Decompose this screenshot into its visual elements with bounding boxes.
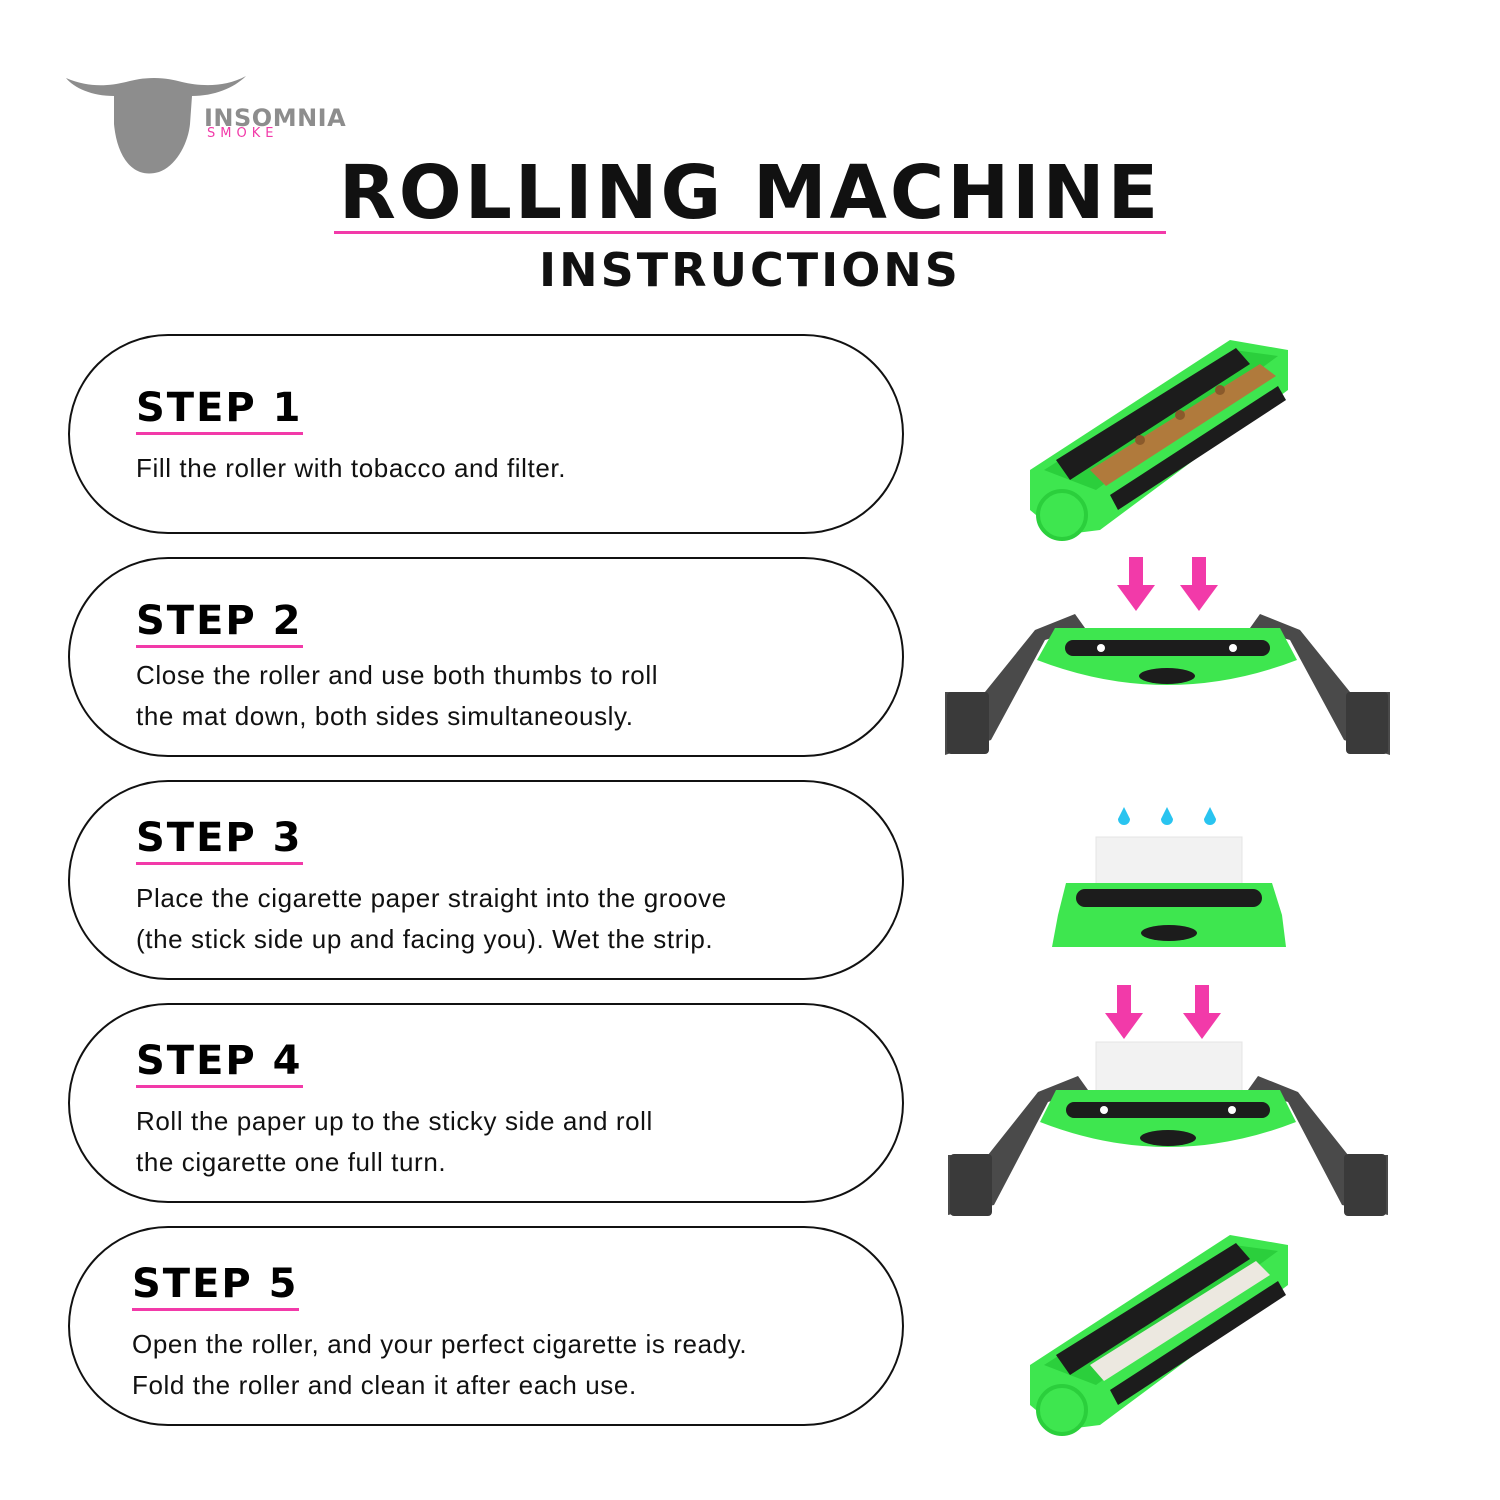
step-line: the cigarette one full turn. <box>136 1147 447 1177</box>
brand-subtitle: SMOKE <box>207 126 279 141</box>
title-underline <box>334 231 1166 234</box>
step-line: Roll the paper up to the sticky side and… <box>136 1106 653 1136</box>
page-title: ROLLING MACHINE <box>338 150 1162 236</box>
step-title: STEP 3 <box>136 818 303 865</box>
step-line: Fill the roller with tobacco and filter. <box>136 453 567 483</box>
step-line: Close the roller and use both thumbs to … <box>136 660 659 690</box>
step-title: STEP 1 <box>136 388 303 435</box>
step-description: Fill the roller with tobacco and filter. <box>136 448 566 489</box>
down-arrows-icon <box>1105 985 1221 1039</box>
roller-thumbs-illustration <box>945 614 1390 755</box>
brand-logo: INSOMNIA SMOKE <box>64 66 394 181</box>
step-card-3: STEP 3 Place the cigarette paper straigh… <box>68 780 904 980</box>
step-description: Place the cigarette paper straight into … <box>136 878 727 960</box>
step-description: Open the roller, and your perfect cigare… <box>132 1324 747 1406</box>
step-line: Fold the roller and clean it after each … <box>132 1370 637 1400</box>
step-line: Open the roller, and your perfect cigare… <box>132 1329 748 1359</box>
step-card-4: STEP 4 Roll the paper up to the sticky s… <box>68 1003 904 1203</box>
roller-rolling-illustration <box>948 1041 1388 1216</box>
down-arrows-icon <box>1117 557 1218 611</box>
step-description: Close the roller and use both thumbs to … <box>136 655 658 737</box>
open-roller-cigarette-illustration <box>1030 1235 1288 1436</box>
open-roller-tobacco-illustration <box>1030 340 1288 541</box>
step-card-5: STEP 5 Open the roller, and your perfect… <box>68 1226 904 1426</box>
step-line: Place the cigarette paper straight into … <box>136 883 727 913</box>
step-card-1: STEP 1 Fill the roller with tobacco and … <box>68 334 904 534</box>
step-title: STEP 4 <box>136 1041 303 1088</box>
step-card-2: STEP 2 Close the roller and use both thu… <box>68 557 904 757</box>
step-title: STEP 2 <box>136 601 303 648</box>
step-title: STEP 5 <box>132 1264 299 1311</box>
roller-paper-illustration <box>1052 836 1286 947</box>
step-line: (the stick side up and facing you). Wet … <box>136 924 714 954</box>
page-subtitle: INSTRUCTIONS <box>539 243 961 297</box>
bull-head-icon <box>66 76 246 174</box>
water-drops-icon <box>1118 807 1216 825</box>
brand-name: INSOMNIA <box>204 104 347 132</box>
step-description: Roll the paper up to the sticky side and… <box>136 1101 653 1183</box>
step-line: the mat down, both sides simultaneously. <box>136 701 634 731</box>
